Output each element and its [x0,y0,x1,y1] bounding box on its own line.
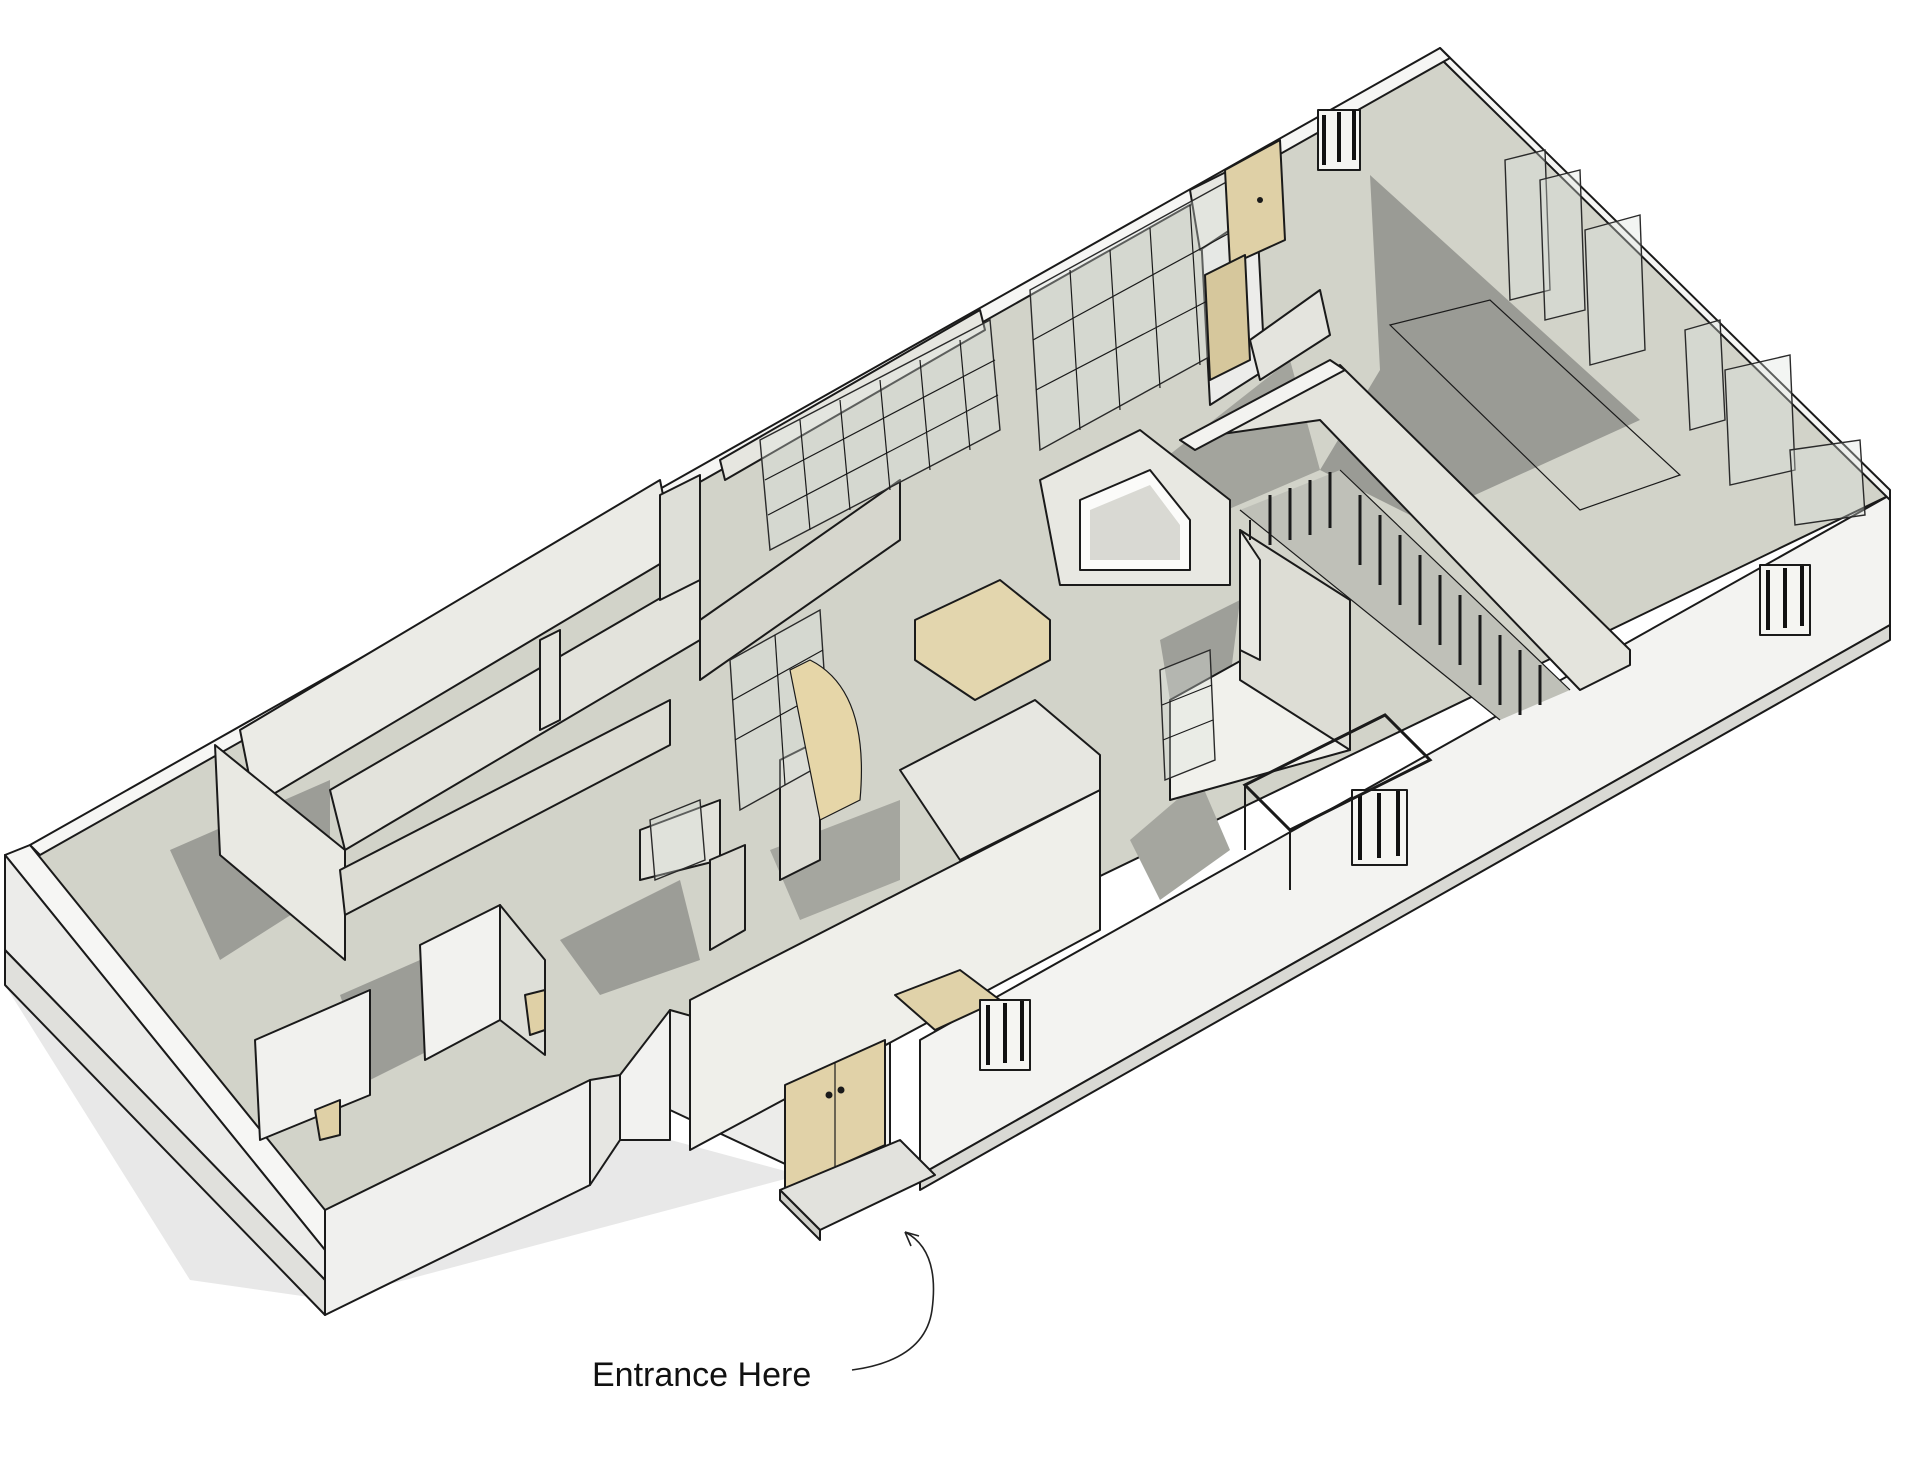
fireplace [1039,429,1231,586]
desk [914,579,1051,701]
entrance-label: Entrance Here [592,1356,811,1394]
arrowhead-icon [904,1231,920,1247]
shelving-units [649,149,1866,882]
entrance-annotation: Entrance Here [592,1231,935,1394]
stair-railing [1239,469,1571,721]
conference-table [1388,299,1682,511]
doors [314,139,1286,1241]
rug [789,659,863,821]
balcony-frame [1242,713,1433,832]
windows [979,109,1811,1071]
curved-arrow-icon [851,1231,935,1371]
